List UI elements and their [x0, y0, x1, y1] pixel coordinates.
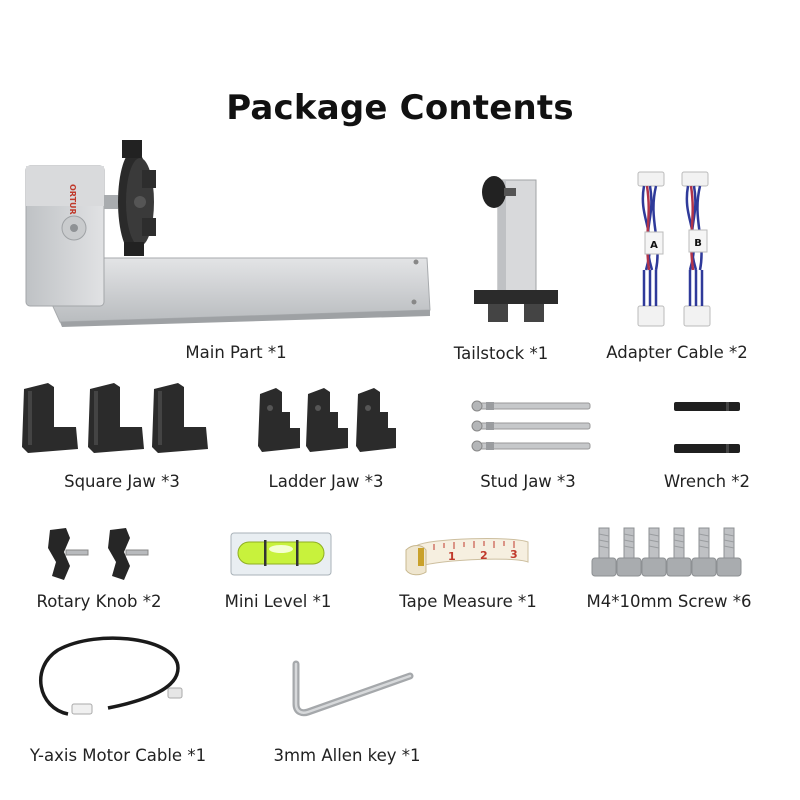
ladder-jaw-label: Ladder Jaw *3 [268, 472, 384, 491]
square-jaw-image [20, 383, 212, 455]
mini-level-image [230, 532, 332, 576]
tape-measure-label: Tape Measure *1 [399, 592, 537, 611]
tape-measure-image: 1 2 3 [404, 536, 532, 578]
adapter-cable-label: Adapter Cable *2 [606, 343, 748, 362]
tailstock-image [468, 172, 558, 327]
wrench-label: Wrench *2 [663, 472, 751, 491]
motor-cable-image [28, 628, 188, 720]
tailstock-label: Tailstock *1 [453, 344, 549, 363]
screw-label: M4*10mm Screw *6 [586, 592, 752, 611]
main-part-label: Main Part *1 [185, 343, 287, 362]
square-jaw-label: Square Jaw *3 [64, 472, 180, 491]
ladder-jaw-image [256, 388, 396, 454]
mini-level-label: Mini Level *1 [224, 592, 332, 611]
brand-label: ORTUR [68, 184, 77, 215]
cable-tag-a: A [650, 240, 658, 251]
stud-jaw-label: Stud Jaw *3 [480, 472, 576, 491]
stud-jaw-image [470, 398, 594, 452]
tape-mark-2: 2 [480, 549, 488, 562]
motor-cable-label: Y-axis Motor Cable *1 [29, 746, 207, 765]
screw-image [590, 524, 746, 580]
adapter-cable-image: A B [628, 170, 728, 330]
main-part-image: ORTUR [22, 130, 434, 327]
allen-key-image [286, 660, 416, 718]
tape-mark-1: 1 [448, 550, 456, 563]
rotary-knob-image [40, 526, 158, 582]
wrench-image [672, 400, 742, 456]
cable-tag-b: B [694, 238, 702, 249]
page-title: Package Contents [226, 88, 574, 128]
rotary-knob-label: Rotary Knob *2 [36, 592, 162, 611]
tape-mark-3: 3 [510, 548, 518, 561]
allen-key-label: 3mm Allen key *1 [273, 746, 421, 765]
